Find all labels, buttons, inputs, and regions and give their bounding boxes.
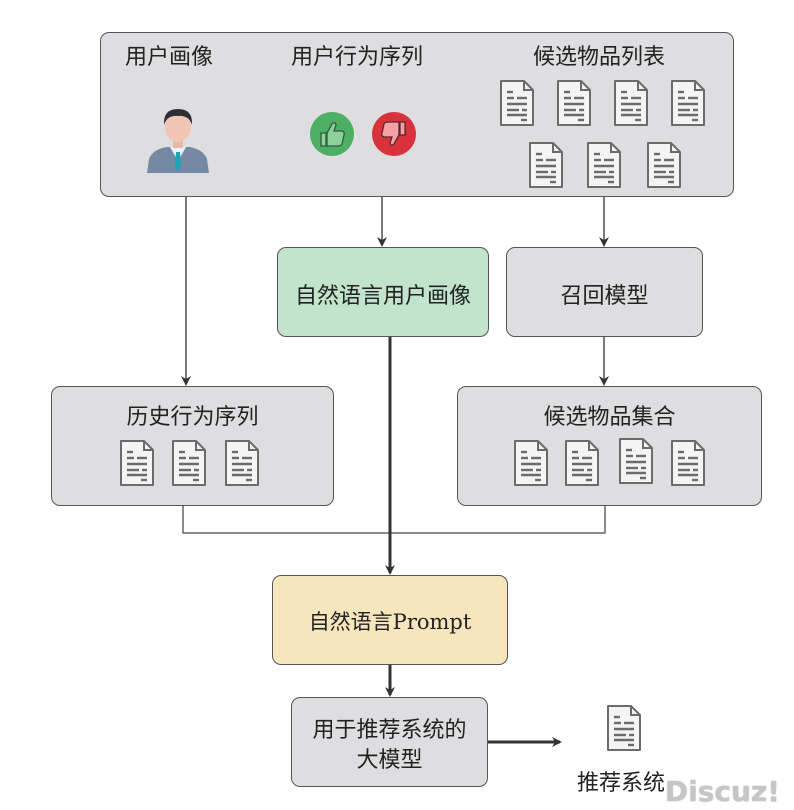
nl-user-profile-box: 自然语言用户画像 (277, 247, 489, 337)
output-document-icon (606, 704, 642, 756)
document-icon (586, 141, 622, 189)
document-icon (499, 79, 535, 127)
document-icon (613, 79, 649, 127)
document-icon (119, 439, 155, 487)
merge-bracket (182, 506, 606, 534)
document-icon (564, 439, 600, 487)
prompt-label: 自然语言Prompt (308, 610, 472, 634)
watermark: Discuz! (664, 775, 780, 808)
llm-label-line1: 用于推荐系统的 (312, 718, 467, 743)
thumbs-down-icon (372, 112, 416, 156)
candidate-list-label: 候选物品列表 (533, 45, 666, 70)
llm-box: 用于推荐系统的 大模型 (291, 697, 488, 787)
document-icon (618, 437, 654, 485)
document-icon (646, 141, 682, 189)
document-icon (513, 439, 549, 487)
candidate-set-label: 候选物品集合 (543, 405, 676, 430)
llm-label-line2: 大模型 (356, 748, 423, 773)
input-box: 用户画像 用户行为序列 候选物品列表 (100, 32, 734, 197)
recall-model-label: 召回模型 (560, 284, 649, 309)
document-icon (171, 439, 207, 487)
recall-model-box: 召回模型 (506, 247, 703, 337)
document-icon (528, 141, 564, 189)
history-sequence-label: 历史行为序列 (126, 405, 259, 430)
history-sequence-box: 历史行为序列 (51, 386, 334, 506)
document-icon (670, 79, 706, 127)
output-label: 推荐系统 (577, 771, 666, 796)
nl-user-profile-label: 自然语言用户画像 (294, 284, 471, 309)
thumbs-up-icon (310, 112, 354, 156)
user-avatar-icon (147, 109, 209, 173)
prompt-box: 自然语言Prompt (272, 575, 508, 665)
document-icon (556, 79, 592, 127)
user-profile-label: 用户画像 (125, 45, 214, 70)
document-icon (670, 439, 706, 487)
candidate-set-box: 候选物品集合 (457, 386, 762, 506)
document-icon (224, 439, 260, 487)
behavior-sequence-label: 用户行为序列 (291, 45, 424, 70)
